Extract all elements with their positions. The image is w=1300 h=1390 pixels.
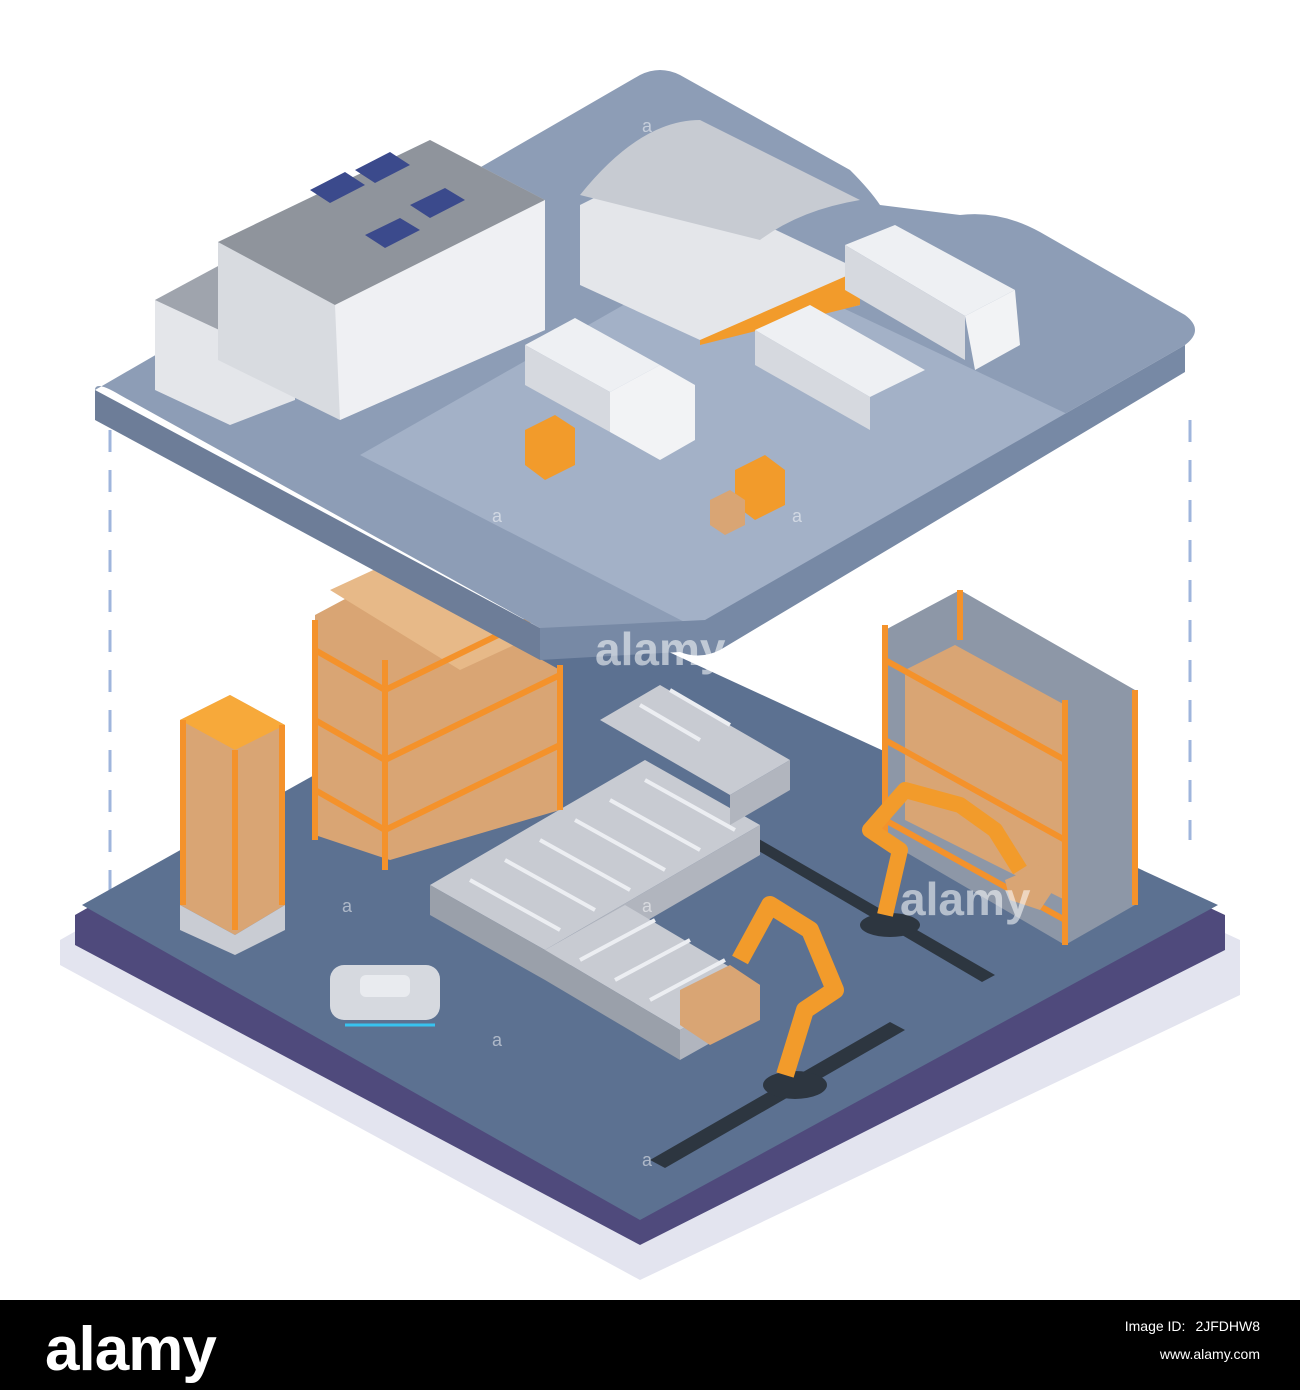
image-id: 2JFDHW8 <box>1195 1318 1260 1334</box>
footer-logo: alamy <box>45 1315 217 1384</box>
upper-platform <box>95 70 1195 660</box>
watermark-mark: a <box>492 1030 503 1050</box>
office-building <box>155 140 545 425</box>
footer-meta: Image ID: 2JFDHW8 www.alamy.com <box>840 1318 1260 1362</box>
watermark-mark: a <box>492 506 503 526</box>
watermark-mark: a <box>792 506 803 526</box>
shelf-rack-icon <box>882 590 1138 945</box>
agv-robot-icon <box>180 695 440 1027</box>
watermark-text: alamy <box>595 623 726 675</box>
footer: alamy Image ID: 2JFDHW8 www.alamy.com <box>0 1300 1300 1390</box>
truck-icon <box>525 225 1020 460</box>
robot-arm-icon <box>680 782 1060 1099</box>
warehouse-building <box>580 120 860 345</box>
footer-url: www.alamy.com <box>1159 1346 1260 1362</box>
watermark-mark: a <box>642 1150 653 1170</box>
watermark-mark: a <box>342 896 353 916</box>
warehouse-illustration: alamy alamy a a a a a a a <box>60 70 1240 1280</box>
forklift-icon <box>525 415 785 535</box>
watermark-mark: a <box>642 116 653 136</box>
image-id-label: Image ID: <box>1124 1318 1186 1334</box>
shelf-rack-icon <box>312 560 563 870</box>
watermark-text: alamy <box>900 873 1031 925</box>
watermark-mark: a <box>642 896 653 916</box>
footer-id-row: Image ID: 2JFDHW8 <box>840 1318 1260 1334</box>
